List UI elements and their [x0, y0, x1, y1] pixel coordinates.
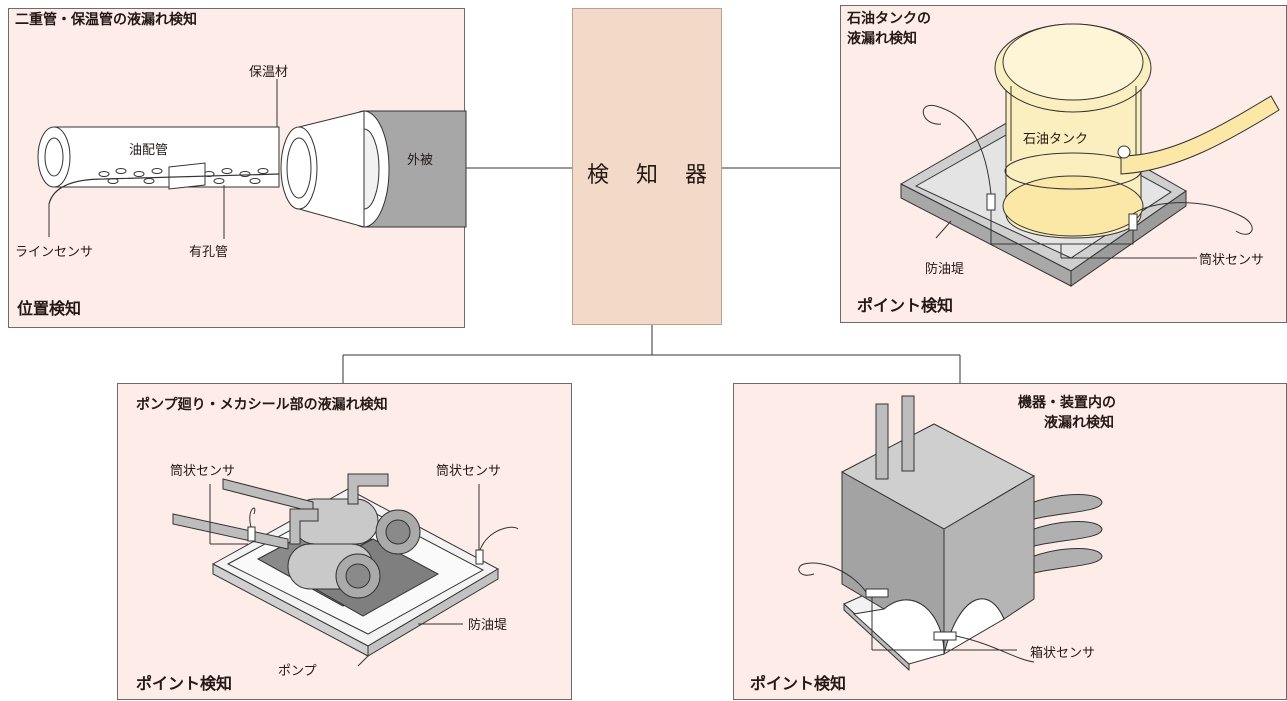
label-tank: 石油タンク [1023, 132, 1089, 147]
label-pump: ポンプ [278, 664, 317, 679]
label-sensor-right: 筒状センサ [436, 464, 502, 479]
detector-box: 検 知 器 [572, 8, 722, 325]
panel-pump: ポンプ廻り・メカシール部の液漏れ検知 筒状センサ 筒状センサ ポンプ 防油堤 ポ… [117, 383, 572, 700]
panel-title-line2: 液漏れ検知 [847, 31, 917, 47]
label-line-sensor: ラインセンサ [15, 245, 94, 260]
label-outer-cover: 外被 [407, 153, 434, 168]
panel-oil-tank: 石油タンクの 液漏れ検知 石油タンク 防油堤 筒状センサ ポイント検知 [840, 5, 1287, 323]
oil-tank-illustration [899, 23, 1280, 287]
panel-title-line1: 機器・装置内の [1018, 395, 1116, 411]
label-sensor: 筒状センサ [1199, 253, 1265, 268]
detector-label: 検 知 器 [587, 163, 717, 188]
label-dike: 防油堤 [468, 618, 508, 633]
label-insulation: 保温材 [249, 65, 289, 80]
panel-title: ポンプ廻り・メカシール部の液漏れ検知 [136, 397, 388, 413]
panel-title-line1: 石油タンクの [847, 11, 931, 27]
label-oil-pipe: 油配管 [129, 143, 169, 158]
panel-title: 二重管・保温管の液漏れ検知 [15, 12, 197, 28]
panel-footer: ポイント検知 [136, 674, 233, 693]
label-perforated-pipe: 有孔管 [189, 245, 229, 260]
label-sensor: 箱状センサ [1030, 646, 1096, 661]
label-dike: 防油堤 [925, 262, 965, 277]
panel-title-line2: 液漏れ検知 [1044, 415, 1114, 431]
panel-equipment: 機器・装置内の 液漏れ検知 箱状センサ ポイント検知 [733, 383, 1287, 700]
double-pipe-illustration [37, 79, 467, 239]
panel-footer: ポイント検知 [750, 674, 847, 693]
panel-footer: ポイント検知 [857, 296, 954, 315]
panel-double-pipe: 二重管・保温管の液漏れ検知 保温材 油配管 外被 ラインセンサ 有孔管 位置検知 [8, 8, 467, 328]
equipment-illustration [798, 395, 1103, 672]
pump-illustration [172, 473, 519, 667]
label-sensor-left: 筒状センサ [170, 464, 236, 479]
panel-footer: 位置検知 [17, 299, 82, 318]
